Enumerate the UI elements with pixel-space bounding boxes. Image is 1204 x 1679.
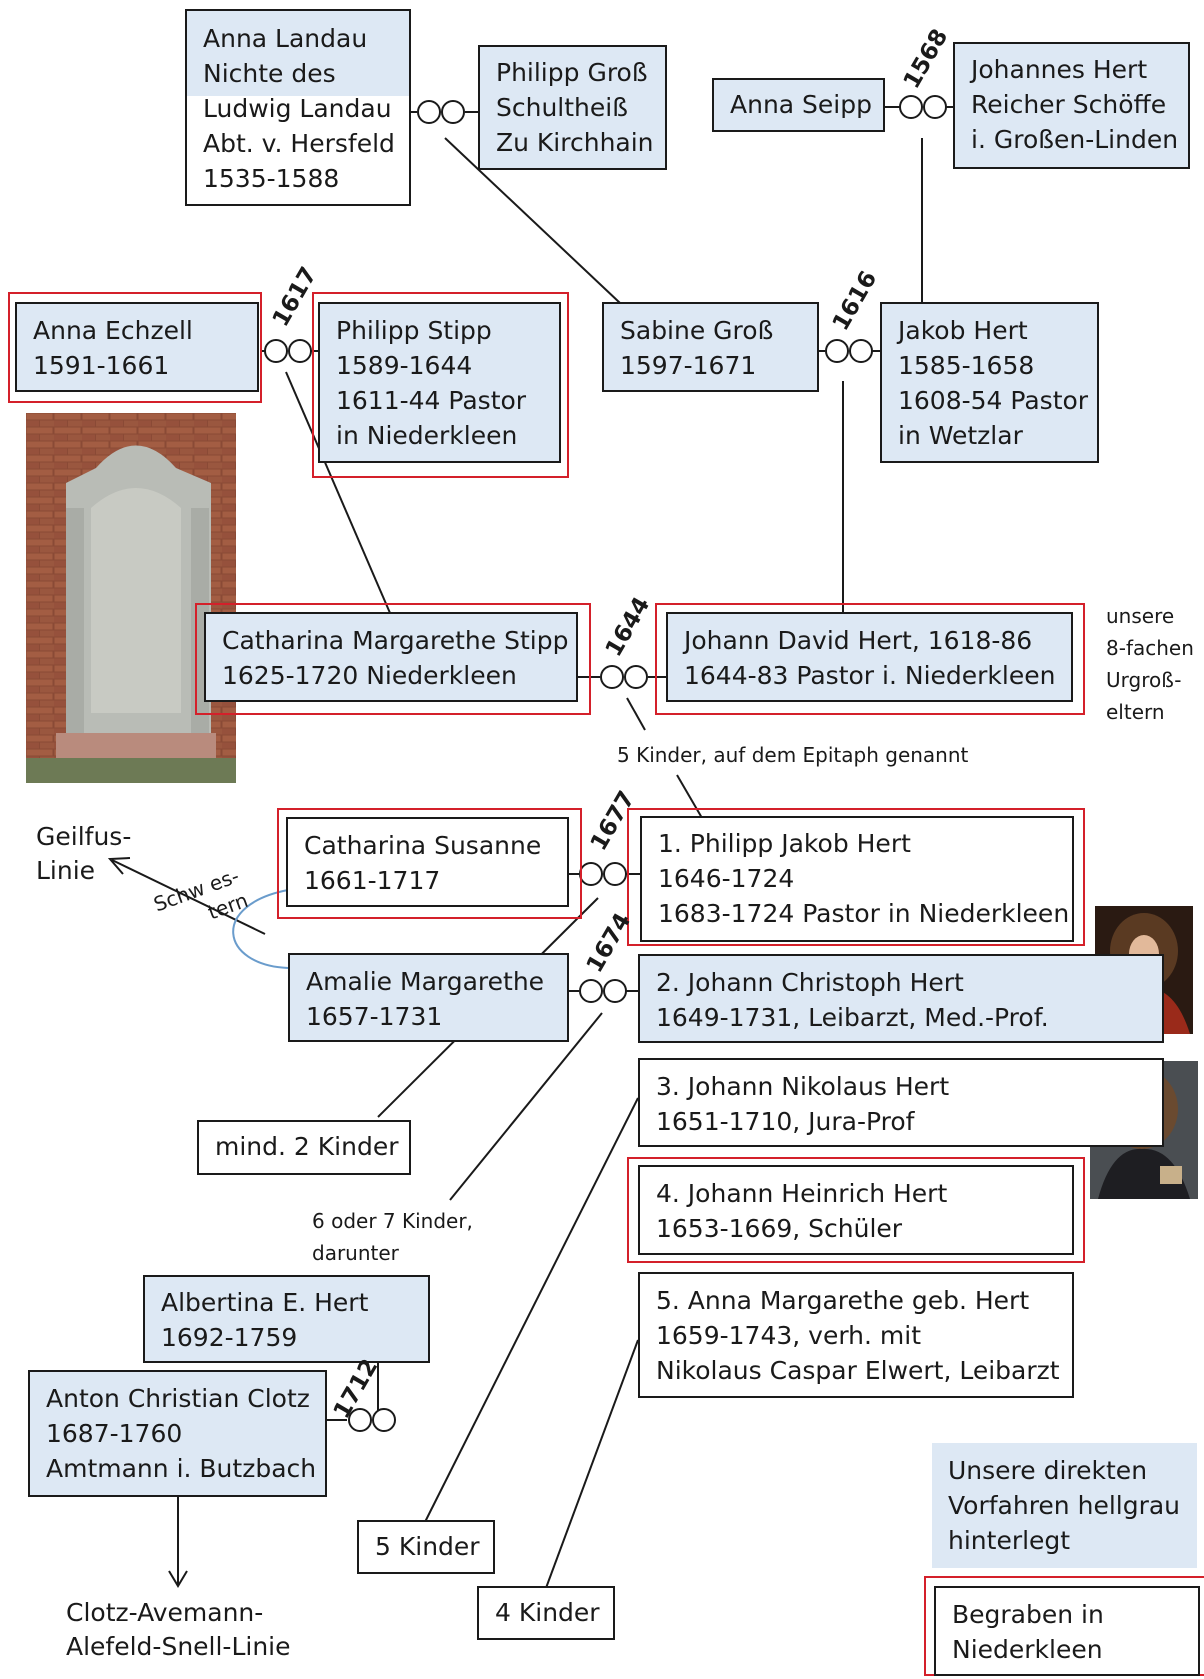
- line-epitaph-lower: [676, 774, 703, 819]
- person-johann-david-hert: Johann David Hert, 1618-86 1644-83 Pasto…: [666, 612, 1073, 702]
- line-gross-to-sabine: [444, 137, 621, 304]
- note-clotz-line: Clotz-Avemann- Alefeld-Snell-Linie: [66, 1598, 291, 1661]
- line-stipp-to-catharina-margarethe: [285, 371, 391, 614]
- burial-frame: [277, 808, 582, 919]
- person-johann-nikolaus-hert: 3. Johann Nikolaus Hert 1651-1710, Jura-…: [638, 1058, 1164, 1147]
- person-johann-heinrich-hert: 4. Johann Heinrich Hert 1653-1669, Schül…: [638, 1165, 1074, 1255]
- burial-frame: [195, 603, 591, 715]
- marriage-rings-icon: [899, 95, 947, 119]
- person-sabine-gross: Sabine Groß 1597-1671: [602, 302, 819, 392]
- burial-frame: [627, 808, 1085, 946]
- person-jakob-hert: Jakob Hert 1585-1658 1608-54 Pastor in W…: [880, 302, 1099, 463]
- burial-frame: [312, 292, 569, 478]
- legend-buried-niederkleen: Begraben in Niederkleen: [934, 1586, 1200, 1676]
- person-amalie-margarethe: Amalie Margarethe 1657-1731: [288, 953, 569, 1042]
- person-philipp-stipp: Philipp Stipp 1589-1644 1611-44 Pastor i…: [318, 302, 561, 463]
- legend-direct-ancestors: Unsere direkten Vorfahren hellgrau hinte…: [932, 1443, 1197, 1568]
- children-box-mind-2: mind. 2 Kinder: [197, 1120, 411, 1175]
- marriage-rings-icon: [600, 665, 648, 689]
- line-to-5-kinder: [424, 1097, 639, 1523]
- sisters-arc: [232, 889, 289, 969]
- note-geilfus-line: Geilfus- Linie: [36, 822, 132, 885]
- children-box-4: 4 Kinder: [477, 1586, 615, 1640]
- person-albertina-hert: Albertina E. Hert 1692-1759: [143, 1275, 430, 1363]
- arrow-head-clotz: [168, 1570, 188, 1588]
- person-philipp-gross: Philipp Groß Schultheiß Zu Kirchhain: [478, 45, 667, 170]
- marriage-rings-icon: [264, 339, 312, 363]
- note-six-seven-children: 6 oder 7 Kinder, darunter: [312, 1209, 473, 1265]
- person-anna-seipp: Anna Seipp: [712, 78, 885, 132]
- note-urgrosseltern: unsere 8-fachen Urgroß- eltern: [1106, 604, 1194, 724]
- children-box-5: 5 Kinder: [357, 1520, 495, 1574]
- person-anton-clotz: Anton Christian Clotz 1687-1760 Amtmann …: [28, 1370, 327, 1497]
- arrow-head-geilfus: [107, 857, 131, 875]
- person-anna-echzell: Anna Echzell 1591-1661: [15, 302, 259, 392]
- marriage-rings-icon: [579, 979, 627, 1003]
- person-catharina-margarethe-stipp: Catharina Margarethe Stipp 1625-1720 Nie…: [204, 612, 578, 702]
- marriage-rings-icon: [579, 862, 627, 886]
- note-epitaph: 5 Kinder, auf dem Epitaph genannt: [617, 743, 969, 767]
- line-to-4-kinder: [545, 1339, 639, 1589]
- burial-frame: [627, 1157, 1085, 1263]
- line-epitaph-upper: [626, 697, 646, 731]
- line-geilfus: [111, 859, 266, 935]
- epitaph-photo: [26, 413, 236, 783]
- person-philipp-jakob-hert: 1. Philipp Jakob Hert 1646-1724 1683-172…: [640, 816, 1074, 942]
- person-johannes-hert: Johannes Hert Reicher Schöffe i. Großen-…: [953, 42, 1190, 169]
- marriage-rings-icon: [417, 100, 465, 124]
- marriage-rings-icon: [825, 339, 873, 363]
- line-to-6-7-kinder: [449, 1012, 603, 1201]
- person-catharina-susanne: Catharina Susanne 1661-1717: [286, 817, 569, 907]
- person-anna-landau: Anna Landau Nichte des Ludwig Landau Abt…: [185, 9, 411, 206]
- person-anna-margarethe-hert: 5. Anna Margarethe geb. Hert 1659-1743, …: [638, 1272, 1074, 1398]
- person-johann-christoph-hert: 2. Johann Christoph Hert 1649-1731, Leib…: [638, 954, 1164, 1043]
- burial-frame: [655, 603, 1085, 715]
- burial-frame: [8, 292, 262, 403]
- marriage-rings-icon: [348, 1408, 396, 1432]
